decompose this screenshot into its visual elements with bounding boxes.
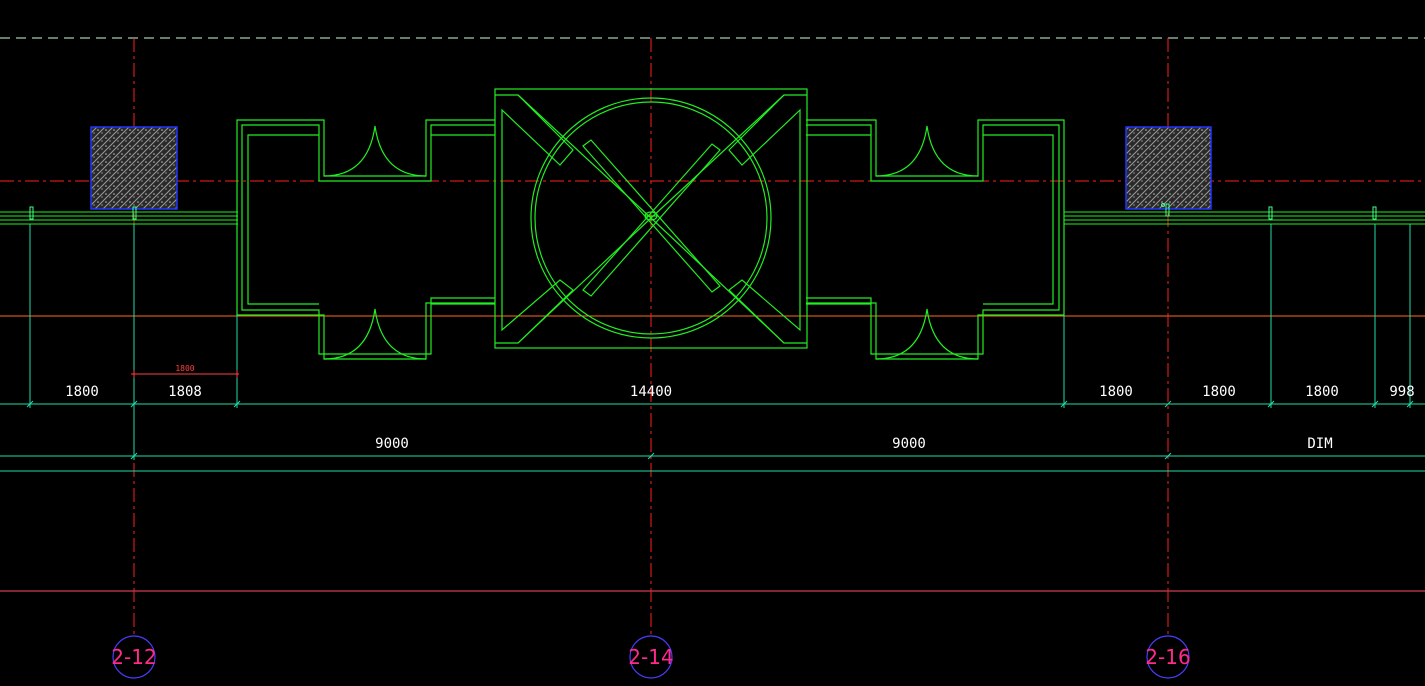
- central-circle-outer: [530, 97, 772, 339]
- door-swing-bottom-right: [875, 308, 979, 360]
- dim-1-a: 1800: [65, 384, 99, 400]
- central-pavilion[interactable]: [236, 88, 1065, 360]
- dimension-extension-lines: [29, 224, 1411, 460]
- x-brace-b: [517, 94, 785, 344]
- dim-1-f: 1800: [1305, 384, 1339, 400]
- door-swing-top-right: [875, 125, 979, 177]
- dim-1-e: 1800: [1202, 384, 1236, 400]
- x-brace-inner-b: [582, 143, 721, 297]
- right-wing-outline-inner: [806, 124, 1060, 355]
- central-circle-inner: [534, 101, 768, 335]
- grid-bubble-2-14[interactable]: 2-14: [628, 635, 674, 679]
- small-dimension: 1800: [131, 364, 239, 378]
- grid-label-2-16: 2-16: [1145, 645, 1190, 669]
- grid-bubble-2-12[interactable]: 2-12: [111, 635, 157, 679]
- wall-markers: [29, 203, 1377, 220]
- door-swing-bottom-left: [323, 308, 427, 360]
- left-wing-outline-outer: [236, 119, 495, 360]
- central-block-inner-right: [728, 94, 807, 344]
- column-right[interactable]: [1125, 126, 1212, 210]
- grid-bubble-2-16[interactable]: 2-16: [1145, 635, 1191, 679]
- central-block-inner-left: [495, 94, 574, 344]
- corridor-walls-left: [0, 211, 238, 225]
- right-wing-outline-innermost: [806, 134, 1054, 305]
- dim-2-c: DIM: [1307, 436, 1332, 452]
- dim-1-b: 1808: [168, 384, 202, 400]
- dimension-row-2: 9000 9000 DIM: [0, 436, 1425, 472]
- x-brace-inner-a: [582, 139, 721, 293]
- dim-1-g: 998: [1389, 384, 1414, 400]
- dim-2-a: 9000: [375, 436, 409, 452]
- grid-label-2-14: 2-14: [628, 645, 673, 669]
- small-dim-text: 1800: [175, 364, 194, 373]
- left-wing-outline-inner: [241, 124, 495, 355]
- dimension-row-1: 1800 1808 14400 1800 1800 1800 998: [0, 384, 1425, 408]
- left-wing-outline-innermost: [247, 134, 495, 305]
- grid-label-2-12: 2-12: [111, 645, 156, 669]
- central-block-outer: [494, 88, 808, 349]
- door-swing-top-left: [323, 125, 427, 177]
- right-wing-outline-outer: [806, 119, 1065, 360]
- corridor-walls-right: [1064, 211, 1425, 225]
- dim-1-c: 14400: [630, 384, 672, 400]
- dim-1-d: 1800: [1099, 384, 1133, 400]
- dim-2-b: 9000: [892, 436, 926, 452]
- column-left[interactable]: [90, 126, 178, 210]
